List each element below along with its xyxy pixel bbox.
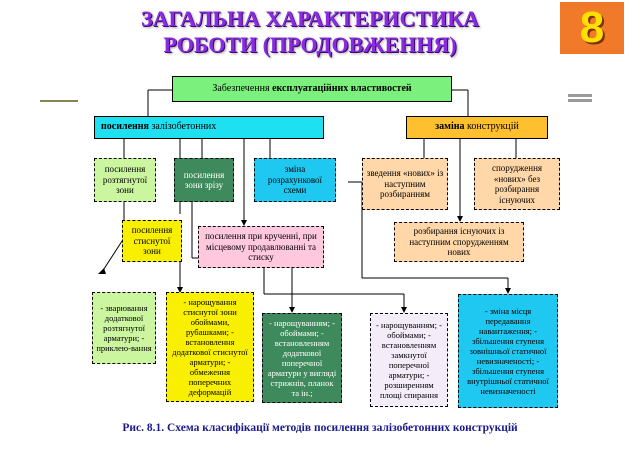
methods-scheme-box: - зміна місця передавання навантаження; … xyxy=(458,294,558,408)
build-new-dismantle-box: зведення «нових» із наступним розбирання… xyxy=(362,158,448,210)
decorative-rule-right xyxy=(568,94,592,102)
title-line-2: РОБОТИ (ПРОДОВЖЕННЯ) xyxy=(163,32,457,57)
methods-compressed-box: - нарощування стиснутої зони обоймами, р… xyxy=(166,292,254,402)
stretched-zone-box: посилення розтягнутої зони xyxy=(94,158,156,202)
arrow-head xyxy=(177,287,183,293)
right-branch-box: заміна конструкцій xyxy=(406,116,548,139)
slide-number-badge: 8 xyxy=(560,2,624,54)
title-line-1: ЗАГАЛЬНА ХАРАКТЕРИСТИКА xyxy=(140,6,480,31)
arrow-head xyxy=(241,220,247,226)
arrow-head xyxy=(401,307,407,313)
compressed-zone-box: посилення стиснутої зони xyxy=(122,220,182,262)
root-label-bold: експлуатаційних властивостей xyxy=(272,82,412,94)
connector xyxy=(101,237,125,273)
methods-stretched-box: - зварювання додаткової розтягнутої арма… xyxy=(92,292,156,364)
dismantle-existing-box: розбирання існуючих із наступним спорудж… xyxy=(394,222,524,262)
diagram-panel: Забезпечення експлуатаційних властивосте… xyxy=(80,62,568,412)
scheme-change-box: зміна розрахункової схеми xyxy=(254,158,336,202)
arrow-head xyxy=(289,307,295,313)
torsion-box: посилення при крученні, при місцевому пр… xyxy=(198,226,324,268)
root-box: Забезпечення експлуатаційних властивосте… xyxy=(172,76,452,102)
arrow-head xyxy=(98,268,106,274)
methods-shear-box: - нарощуванням; - обоймами; - встановлен… xyxy=(262,313,342,403)
right-branch-bold: заміна xyxy=(435,121,465,133)
arrow-head xyxy=(457,216,463,222)
left-branch-bold: посилення xyxy=(101,121,149,133)
shear-zone-box: посилення зони зрізу xyxy=(174,158,234,202)
build-new-no-dismantle-box: спорудження «нових» без розбирання існую… xyxy=(474,158,560,210)
arrow-head xyxy=(505,288,511,294)
root-label-plain: Забезпечення xyxy=(212,82,273,94)
decorative-rule-left xyxy=(40,100,78,102)
right-branch-plain: конструкцій xyxy=(464,121,519,133)
left-branch-box: посилення залізобетонних xyxy=(94,116,324,139)
methods-torsion-box: - нарощуванням; - обоймами; - встановлен… xyxy=(370,313,448,407)
page-title: ЗАГАЛЬНА ХАРАКТЕРИСТИКА РОБОТИ (ПРОДОВЖЕ… xyxy=(70,6,550,58)
figure-caption: Рис. 8.1. Схема класифікації методів пос… xyxy=(122,422,518,434)
left-branch-plain: залізобетонних xyxy=(148,121,217,133)
